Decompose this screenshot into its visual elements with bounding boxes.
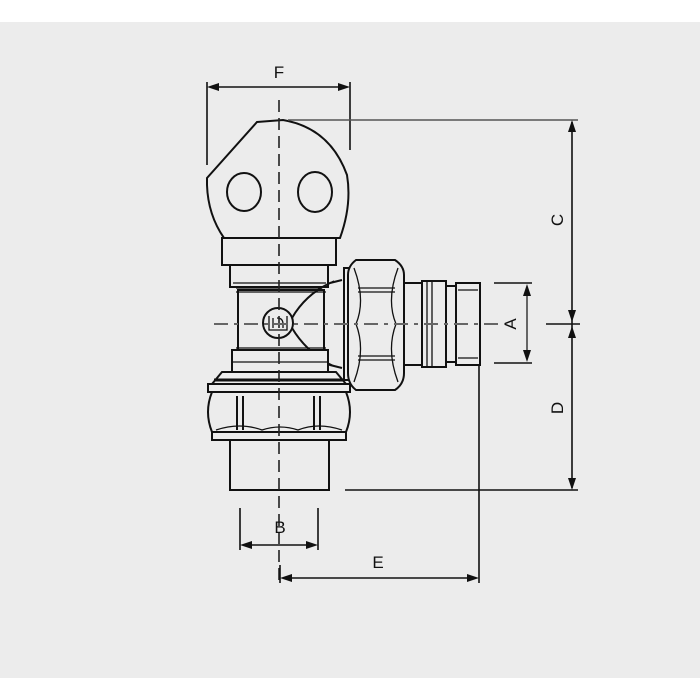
- dimension-a: A: [494, 282, 532, 364]
- dimension-b: B: [239, 508, 319, 550]
- dimension-c-d: C D: [288, 119, 580, 491]
- label-c: C: [548, 214, 567, 226]
- label-d: D: [548, 402, 567, 414]
- valve-body: [236, 279, 343, 369]
- logo-emblem: [262, 307, 294, 339]
- dimension-f: F: [206, 63, 351, 165]
- label-f: F: [274, 63, 284, 82]
- label-b: B: [274, 518, 285, 537]
- valve-head: [206, 118, 350, 239]
- label-e: E: [372, 553, 383, 572]
- head-hole-right: [297, 171, 333, 213]
- label-a: A: [501, 318, 520, 330]
- dimension-e: E: [279, 365, 480, 583]
- head-hole-left: [226, 172, 262, 212]
